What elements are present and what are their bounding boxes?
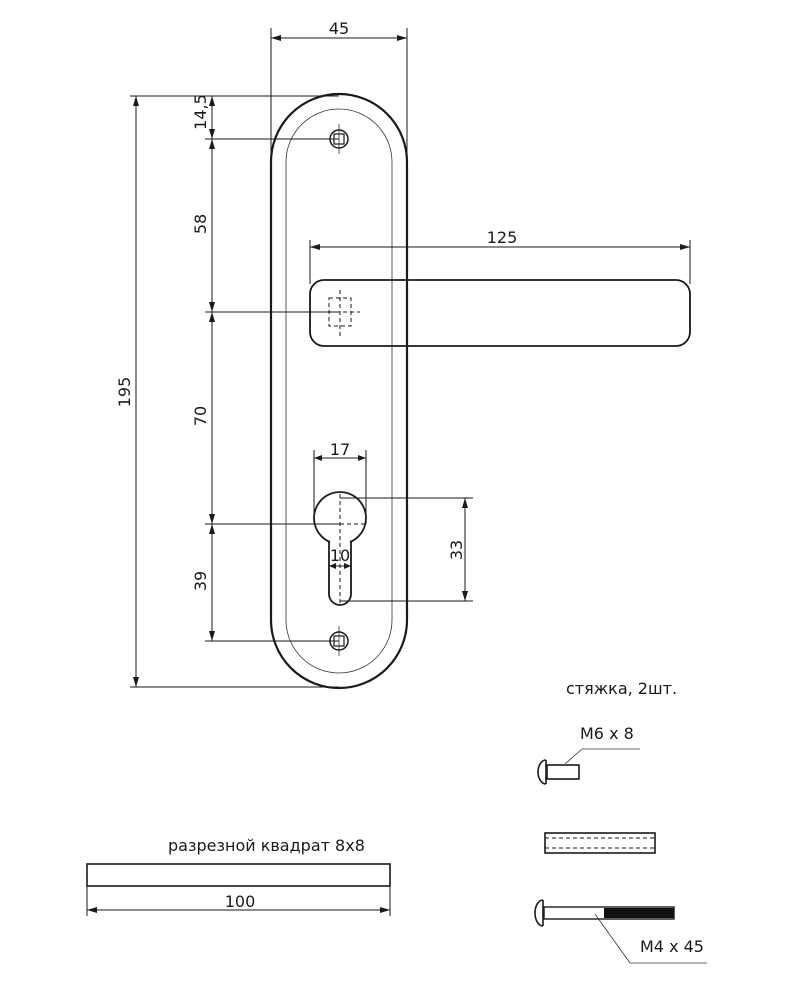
dimension-cylinder-height: 33 [340, 497, 473, 602]
label-spindle: разрезной квадрат 8х8 [168, 836, 365, 855]
label-cylinder-width: 17 [330, 440, 350, 459]
label-screw-m6: M6 x 8 [580, 724, 634, 743]
dimension-handle-length: 125 [309, 228, 691, 284]
label-handle-to-hole: 58 [191, 214, 210, 234]
label-screw-m4: M4 x 45 [640, 937, 704, 956]
dimension-plate-width: 45 [270, 19, 408, 162]
label-cylinder-height: 33 [447, 540, 466, 560]
spindle-bar: разрезной квадрат 8х8 100 [86, 836, 391, 916]
dimension-chain: 14,5 58 70 39 [191, 94, 340, 642]
dimension-cylinder-slot: 10 [329, 546, 351, 569]
screw-m6: M6 x 8 [537, 724, 640, 785]
label-top-hole-offset: 14,5 [191, 94, 210, 130]
screw-m4: M4 x 45 [534, 899, 707, 964]
label-cylinder-to-hole: 39 [191, 571, 210, 591]
label-cylinder-slot: 10 [330, 546, 350, 565]
dimension-total-height: 195 [115, 95, 339, 688]
label-plate-width: 45 [329, 19, 349, 38]
label-total-height: 195 [115, 377, 134, 408]
label-handle-to-cylinder: 70 [191, 406, 210, 426]
label-spindle-length: 100 [225, 892, 256, 911]
label-handle-length: 125 [487, 228, 518, 247]
dimension-cylinder-width: 17 [313, 440, 367, 524]
door-plate [269, 92, 409, 690]
handle-lever [309, 279, 691, 347]
label-ties: стяжка, 2шт. [566, 679, 677, 698]
ties-group: стяжка, 2шт. M6 x 8 M4 x 45 [534, 679, 707, 964]
threaded-sleeve [544, 832, 656, 854]
